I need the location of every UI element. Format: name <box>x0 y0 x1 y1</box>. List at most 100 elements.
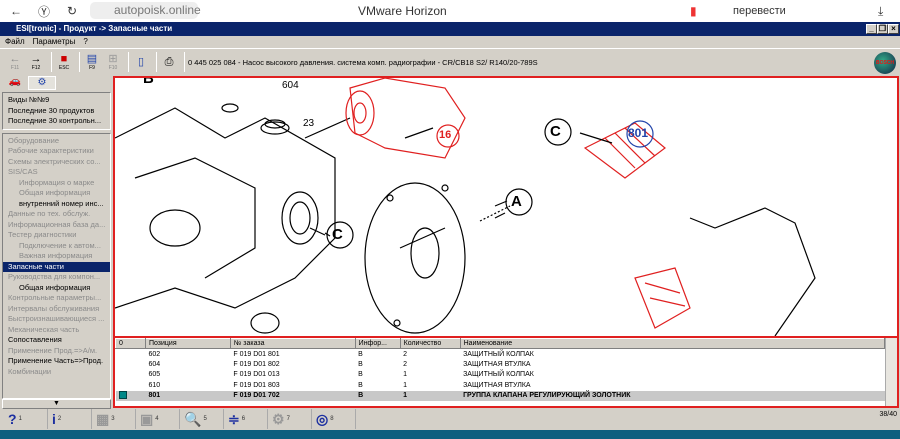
parts-drawing[interactable]: 604 23 16 801 C A C B <box>113 76 899 338</box>
download-icon[interactable]: ⤓ <box>878 3 884 18</box>
toolbar-separator <box>156 52 157 72</box>
esc-button[interactable]: ■ESC <box>55 50 73 74</box>
back-f11-button[interactable]: ←F11 <box>6 50 24 74</box>
nav-item[interactable]: Подключение к автом... <box>19 240 101 250</box>
restore-button[interactable]: ❐ <box>877 24 888 34</box>
table-cell: ЗАЩИТНАЯ ВТУЛКА <box>463 381 531 389</box>
label-a[interactable]: A <box>511 193 522 210</box>
quick-item[interactable]: Последние 30 продуктов <box>8 105 95 115</box>
nav-item[interactable]: внутренний номер инс... <box>19 198 104 208</box>
quick-list: Виды №№9 Последние 30 продуктов Последни… <box>2 92 111 130</box>
f6-button[interactable]: ≑6 <box>224 409 268 429</box>
address-bar[interactable]: autopoisk.online <box>90 2 201 19</box>
page-counter: 38/40 <box>879 411 897 418</box>
nav-item[interactable]: Механическая часть <box>8 324 80 334</box>
toolbar-separator <box>51 52 52 72</box>
nav-item[interactable]: Контрольные параметры... <box>8 293 102 302</box>
nav-item[interactable]: Данные по тех. обслуж. <box>8 209 91 218</box>
column-header[interactable]: 0 <box>115 338 146 349</box>
bookmark-icon[interactable]: ▮ <box>690 4 697 18</box>
forward-icon: → <box>30 53 42 65</box>
table-scrollbar[interactable] <box>885 338 897 406</box>
function-key-label: 2 <box>57 416 62 422</box>
nav-item[interactable]: Информационная база да... <box>8 219 106 229</box>
nav-item[interactable]: Общая информация <box>19 188 91 197</box>
label-c-top[interactable]: C <box>550 123 561 140</box>
column-header[interactable]: № заказа <box>229 338 356 349</box>
back-icon[interactable]: ← <box>10 4 22 18</box>
nav-item[interactable]: Руководства для компон... <box>8 272 101 281</box>
f4-button[interactable]: ▣4 <box>136 409 180 429</box>
label-c[interactable]: C <box>332 226 343 243</box>
nav-item[interactable]: Информация о марке <box>19 177 95 187</box>
f8-button[interactable]: ◎8 <box>312 409 356 429</box>
table-cell: ЗАЩИТНЫЙ КОЛПАК <box>463 350 534 358</box>
menu-params[interactable]: Параметры <box>32 37 76 46</box>
f9-button[interactable]: ▤F9 <box>83 50 101 74</box>
nav-item[interactable]: Комбинации <box>8 366 52 376</box>
f7-button[interactable]: ⚙7 <box>268 409 312 429</box>
yandex-icon[interactable]: Ⓨ <box>38 4 51 19</box>
toolbar: ←F11 →F12 ■ESC ▤F9 ⊞F10 ▯ ⎙ 0 445 025 08… <box>0 48 900 75</box>
nav-item[interactable]: Общая информация <box>19 282 91 292</box>
table-cell: 801 <box>145 390 231 401</box>
document-button[interactable]: ▯ <box>132 50 150 74</box>
column-header[interactable]: Наименование <box>459 338 886 349</box>
table-cell: ЗАЩИТНАЯ ВТУЛКА <box>463 360 531 368</box>
column-header[interactable]: Позиция <box>144 338 231 349</box>
nav-item[interactable]: Быстроизнашивающиеся ... <box>8 314 105 323</box>
table-cell: F 019 D01 802 <box>233 360 280 368</box>
column-header[interactable]: Количество <box>399 338 461 349</box>
label-23[interactable]: 23 <box>303 118 315 129</box>
nav-item[interactable]: Интервалы обслуживания <box>8 303 100 313</box>
label-16[interactable]: 16 <box>439 129 452 141</box>
label-604[interactable]: 604 <box>282 80 299 91</box>
tab-vehicle[interactable]: 🚗 <box>2 76 28 90</box>
f5-button[interactable]: 🔍5 <box>180 409 224 429</box>
quick-item[interactable]: Последние 30 контрольн... <box>8 116 102 125</box>
product-description: 0 445 025 084 - Насос высокого давления.… <box>188 57 538 67</box>
minimize-button[interactable]: _ <box>866 24 877 34</box>
key-label: F9 <box>89 65 95 71</box>
scroll-down-button[interactable]: ▼ <box>2 398 111 409</box>
nav-item[interactable]: Схемы электрических со... <box>8 156 101 166</box>
close-button[interactable]: × <box>888 24 899 34</box>
menu-help[interactable]: ? <box>83 37 88 46</box>
nav-item[interactable]: Применение Часть=>Прод. <box>8 356 104 365</box>
nav-item[interactable]: Рабочие характеристики <box>8 146 94 155</box>
label-801[interactable]: 801 <box>628 126 649 140</box>
menu-file[interactable]: Файл <box>5 37 25 46</box>
print-button[interactable]: ⎙ <box>160 50 178 74</box>
nav-item[interactable]: Важная информация <box>19 251 93 260</box>
translate-button[interactable]: перевести <box>733 5 786 17</box>
exit-icon: ■ <box>60 53 68 65</box>
table-cell: 604 <box>148 360 161 368</box>
f10-button[interactable]: ⊞F10 <box>104 50 122 74</box>
nav-item[interactable]: Запасные части <box>3 261 110 272</box>
f1-button[interactable]: ?1 <box>4 409 48 429</box>
forward-f12-button[interactable]: →F12 <box>27 50 45 74</box>
nav-item[interactable]: Тестер диагностики <box>8 230 77 239</box>
toolbar-separator <box>79 52 80 72</box>
table-cell: 1 <box>403 371 408 379</box>
nav-item[interactable]: Применение Прод.=>А/м. <box>8 345 98 355</box>
tab-component[interactable]: ⚙ <box>28 76 56 90</box>
key-label: F12 <box>31 65 41 71</box>
nav-item[interactable]: SIS/CAS <box>8 167 38 176</box>
f3-button[interactable]: ▦3 <box>92 409 136 429</box>
reload-icon[interactable]: ↻ <box>67 4 78 18</box>
function-icon: i <box>52 411 56 427</box>
function-key-label: 4 <box>155 416 159 422</box>
label-b[interactable]: B <box>143 76 154 87</box>
nav-item[interactable]: Оборудование <box>8 135 60 145</box>
function-key-label: 5 <box>203 416 207 422</box>
nav-item[interactable]: Сопоставления <box>8 335 62 344</box>
column-header[interactable]: Инфор... <box>354 338 401 349</box>
quick-item[interactable]: Виды №№9 <box>8 95 50 104</box>
